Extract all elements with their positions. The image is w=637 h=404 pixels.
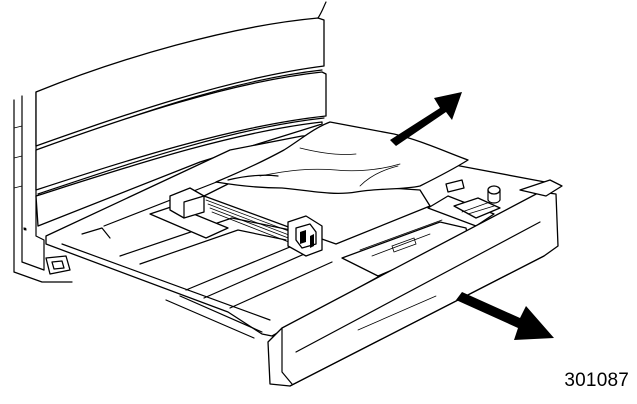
paper-removal-arrow [390,92,462,146]
arrow-up-right-icon [390,92,462,146]
tray-pull-arrow [456,292,554,340]
figure-id-label: 301087 [564,370,629,391]
printer-body [13,1,327,283]
arrow-down-right-icon [456,292,554,340]
